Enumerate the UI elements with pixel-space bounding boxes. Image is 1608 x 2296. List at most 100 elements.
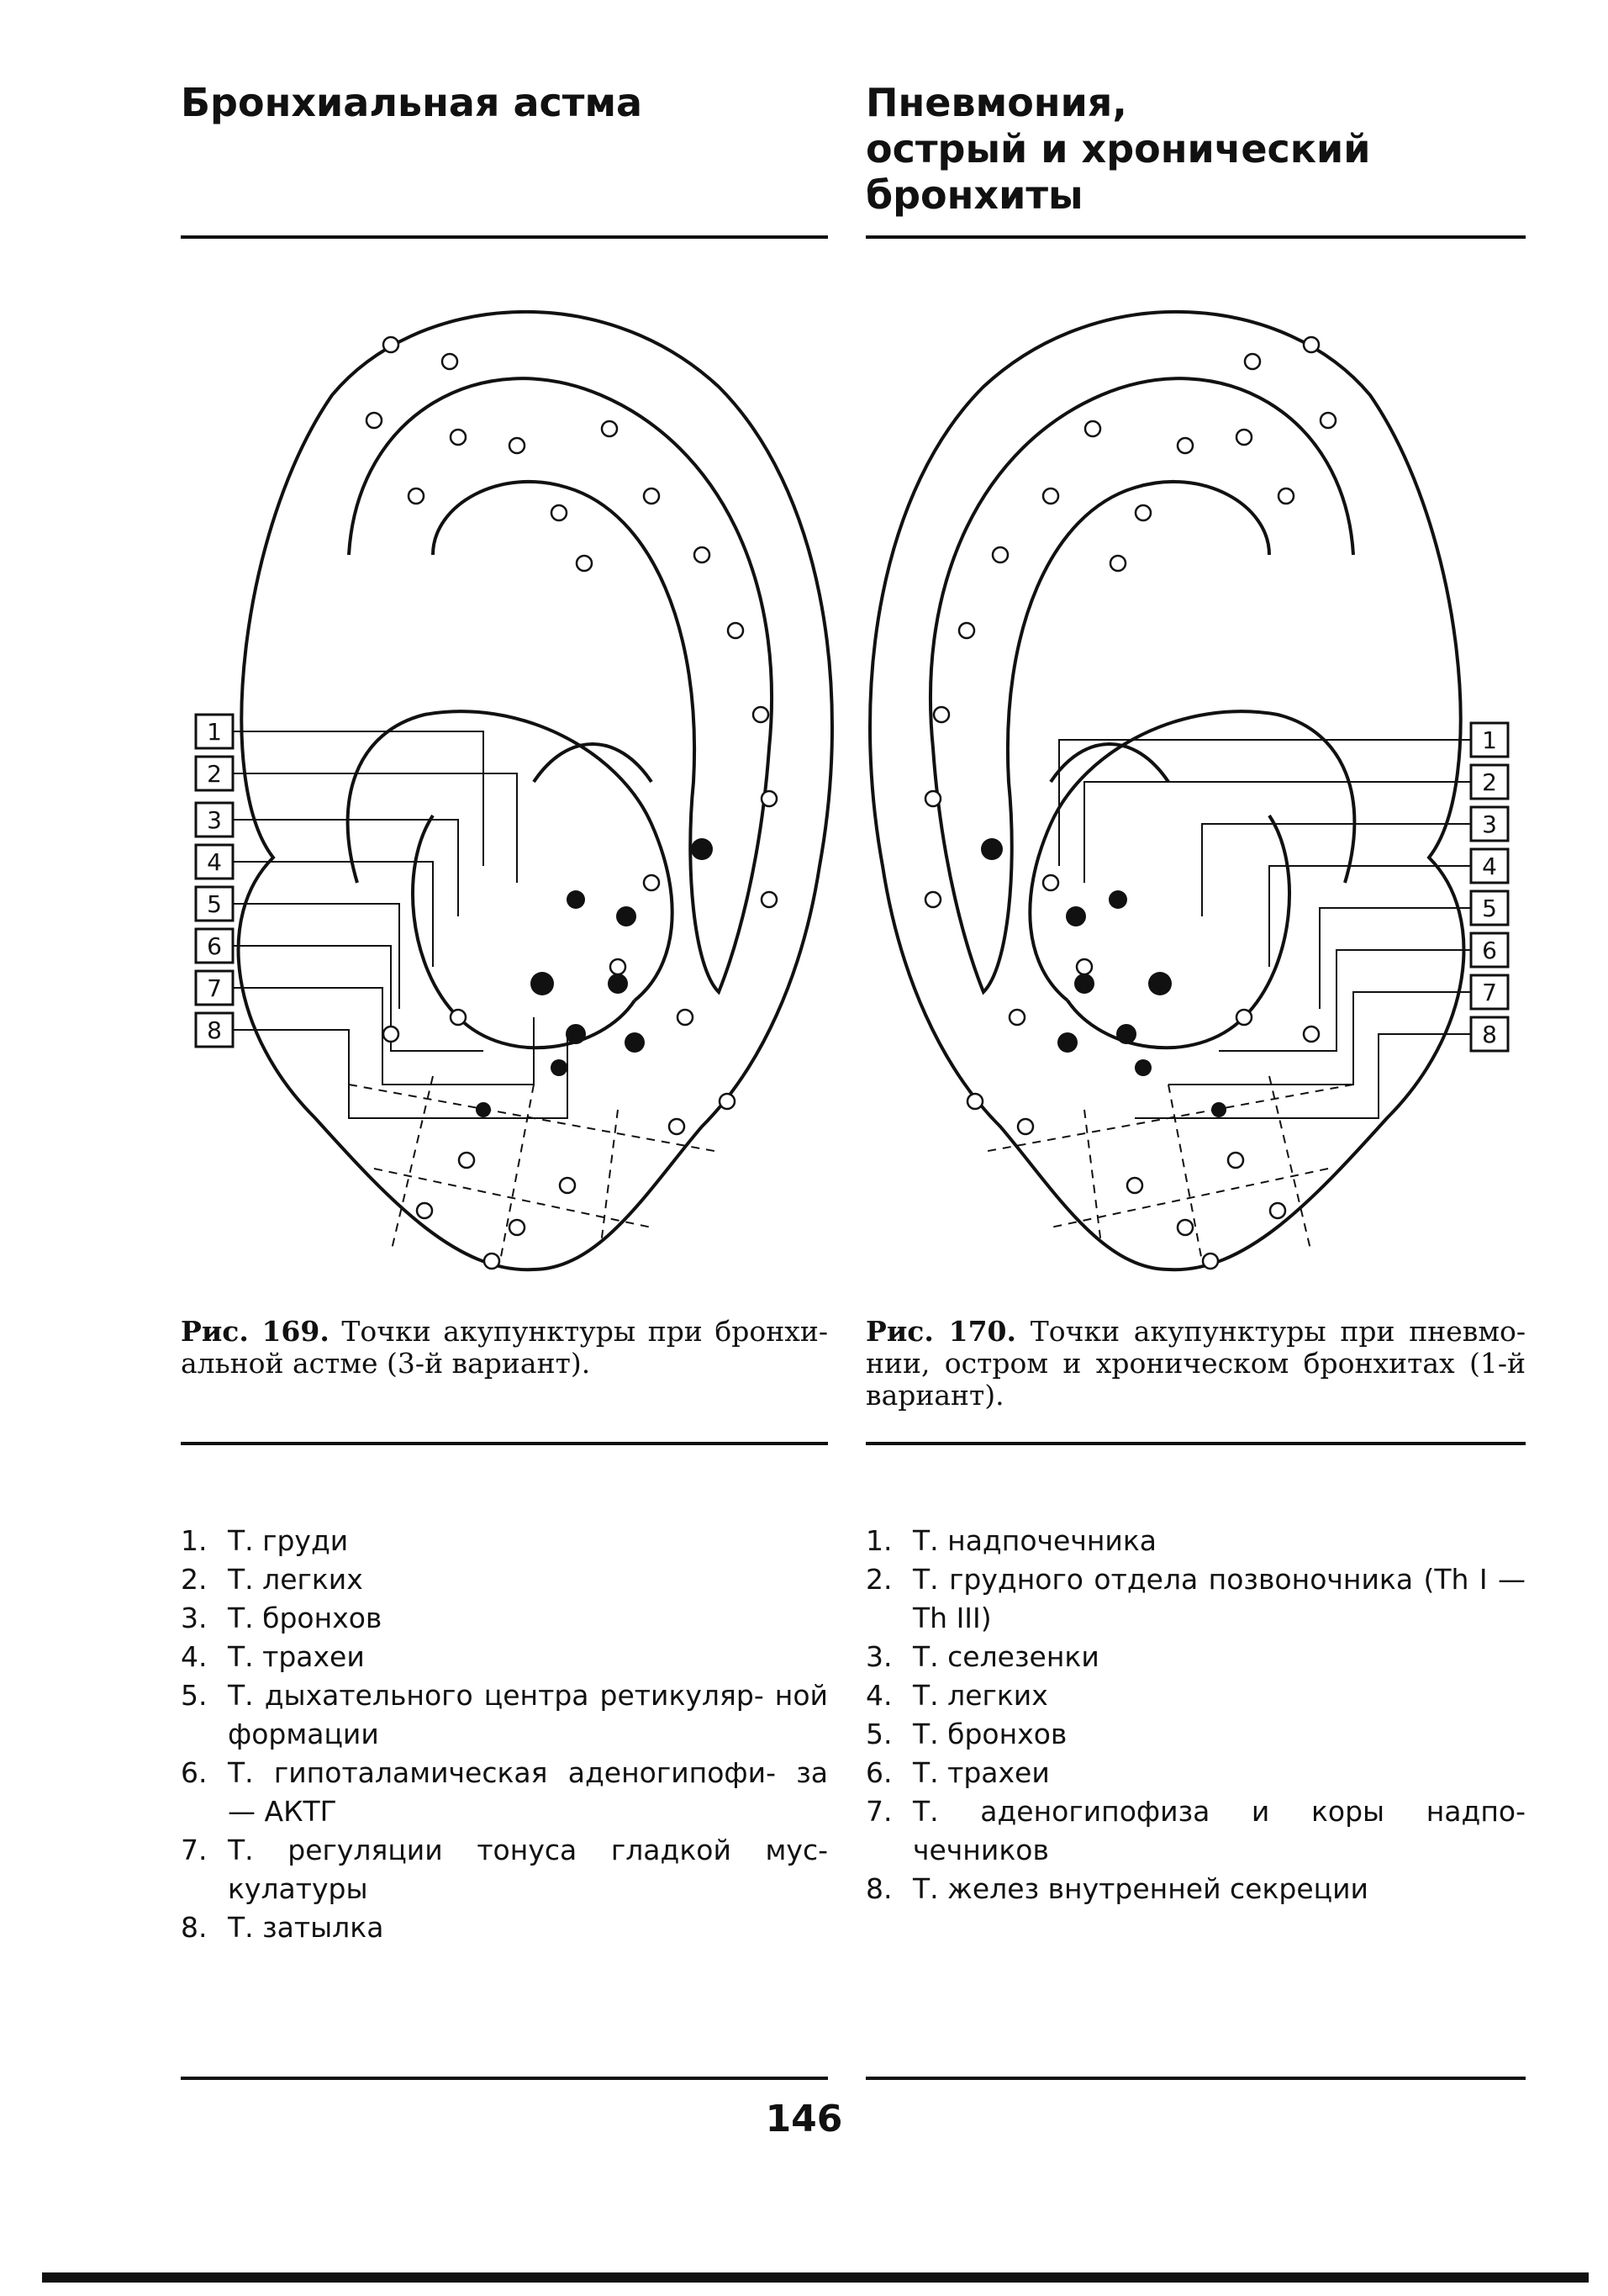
- left-box-label-7: 7: [207, 974, 222, 1002]
- right-box-label-3: 3: [1482, 810, 1497, 838]
- right-box-1: [1469, 721, 1510, 758]
- left-caption-rule: [181, 1442, 828, 1445]
- legend-item-number: 1.: [866, 1524, 893, 1557]
- legend-item-text: Т. затылка: [228, 1911, 384, 1944]
- left-concha: [411, 814, 636, 1050]
- bottom-scan-bar: [42, 2272, 1589, 2283]
- right-figure-ear-diagram: 1 2 3 4 5 6 7 8: [866, 277, 1521, 1303]
- left-legend-list: 1. Т. груди 2. Т. легких 3. Т. бронхов 4.Т. тр…: [181, 1522, 828, 1947]
- left-box-label-3: 3: [207, 806, 222, 834]
- left-box-label-1: 1: [207, 718, 222, 746]
- legend-item: 8. Т. затылка: [181, 1908, 828, 1947]
- left-filled-points: [476, 838, 713, 1117]
- legend-item: 4.Т. трахеи: [181, 1638, 828, 1676]
- legend-item-text: Т. желез внутренней секреции: [913, 1872, 1369, 1905]
- legend-item-text: Т. селезенки: [913, 1640, 1099, 1673]
- right-ear-svg: 1 2 3 4 5 6 7 8: [868, 309, 1510, 1272]
- right-box-label-1: 1: [1482, 726, 1497, 754]
- right-box-3: [1469, 805, 1510, 842]
- left-heading-line: Бронхиальная астма: [181, 80, 643, 125]
- legend-item-number: 6.: [866, 1756, 893, 1789]
- right-ear-outline: [868, 309, 1466, 1272]
- left-box-4: [194, 843, 235, 880]
- legend-item-number: 2.: [866, 1563, 893, 1596]
- left-box-6: [194, 927, 235, 964]
- left-figure-ear-diagram: 1 2 3 4 5 6 7 8: [181, 277, 836, 1303]
- right-top-rule: [866, 235, 1526, 239]
- left-helix-inner: [347, 377, 773, 995]
- right-box-label-8: 8: [1482, 1021, 1497, 1048]
- legend-item: 7. Т. аденогипофиза и коры надпо- чечнико…: [866, 1792, 1526, 1870]
- left-bottom-rule: [181, 2077, 828, 2080]
- legend-item: 7. Т. регуляции тонуса гладкой мус- кулат…: [181, 1831, 828, 1908]
- legend-item-number: 5.: [181, 1679, 208, 1712]
- left-box-1: [194, 713, 235, 750]
- left-box-label-5: 5: [207, 890, 222, 918]
- legend-item-text: Т. дыхательного центра ретикуляр- ной фо…: [228, 1679, 828, 1750]
- legend-item-number: 7.: [181, 1834, 208, 1866]
- right-box-8: [1469, 1016, 1510, 1053]
- right-heading: Пневмония, острый и хронический бронхиты: [866, 80, 1538, 219]
- right-bottom-rule: [866, 2077, 1526, 2080]
- left-caption-text: Точки акупунктуры при бронхи- альной аст…: [181, 1315, 828, 1380]
- legend-item-text: Т. гипоталамическая аденогипофи- за — АК…: [228, 1756, 828, 1828]
- right-heading-line-3: бронхиты: [866, 172, 1083, 218]
- legend-item-number: 7.: [866, 1795, 893, 1828]
- right-filled-points: [981, 838, 1226, 1117]
- right-caption-text: Точки акупунктуры при пневмо- нии, остро…: [866, 1315, 1526, 1412]
- legend-item-number: 2.: [181, 1563, 208, 1596]
- right-antihelix: [1028, 710, 1357, 1002]
- right-box-4: [1469, 847, 1510, 884]
- left-box-label-8: 8: [207, 1016, 222, 1044]
- right-open-points: [924, 335, 1337, 1270]
- legend-item: 5. Т. дыхательного центра ретикуляр- ной …: [181, 1676, 828, 1754]
- left-box-label-4: 4: [207, 848, 222, 876]
- right-box-label-7: 7: [1482, 979, 1497, 1006]
- legend-item-text: Т. регуляции тонуса гладкой мус- кулатур…: [228, 1834, 828, 1905]
- legend-item-number: 1.: [181, 1524, 208, 1557]
- legend-item: 2. Т. легких: [181, 1560, 828, 1599]
- left-tragus: [532, 742, 653, 784]
- left-box-5: [194, 885, 235, 922]
- right-concha: [1066, 814, 1291, 1050]
- legend-item-text: Т. бронхов: [228, 1602, 382, 1634]
- legend-item: 4.Т. легких: [866, 1676, 1526, 1715]
- legend-item-text: Т. грудного отдела позвоночника (Th I — …: [913, 1563, 1526, 1634]
- legend-item: 8.Т. желез внутренней секреции: [866, 1870, 1526, 1908]
- legend-item: 3. Т. бронхов: [181, 1599, 828, 1638]
- legend-item-number: 3.: [181, 1602, 208, 1634]
- legend-item-text: Т. аденогипофиза и коры надпо- чечников: [913, 1795, 1526, 1866]
- left-ear-outline: [236, 309, 834, 1272]
- right-box-5: [1469, 889, 1510, 926]
- right-tragus: [1049, 742, 1170, 784]
- right-caption-rule: [866, 1442, 1526, 1445]
- legend-item-text: Т. надпочечника: [913, 1524, 1157, 1557]
- right-heading-line-1: Пневмония,: [866, 80, 1127, 125]
- legend-item: 1. Т. надпочечника: [866, 1522, 1526, 1560]
- legend-item-number: 3.: [866, 1640, 893, 1673]
- right-box-6: [1469, 932, 1510, 969]
- legend-item-number: 8.: [181, 1911, 208, 1944]
- right-box-label-2: 2: [1482, 768, 1497, 796]
- left-antihelix: [345, 710, 674, 1002]
- left-top-rule: [181, 235, 828, 239]
- legend-item-number: 4.: [866, 1679, 893, 1712]
- left-box-label-2: 2: [207, 760, 222, 788]
- legend-item: 3. Т. селезенки: [866, 1638, 1526, 1676]
- legend-item-text: Т. легких: [228, 1563, 363, 1596]
- left-box-3: [194, 801, 235, 838]
- right-legend-list: 1. Т. надпочечника 2. Т. грудного отдела по…: [866, 1522, 1526, 1908]
- legend-item: 6.Т. трахеи: [866, 1754, 1526, 1792]
- left-box-7: [194, 969, 235, 1006]
- left-box-label-6: 6: [207, 932, 222, 960]
- legend-item: 2. Т. грудного отдела позвоночника (Th I …: [866, 1560, 1526, 1638]
- right-helix-inner: [929, 377, 1355, 995]
- left-ear-svg: 1 2 3 4 5 6 7 8: [194, 309, 834, 1272]
- right-box-label-5: 5: [1482, 895, 1497, 922]
- legend-item: 5.Т. бронхов: [866, 1715, 1526, 1754]
- right-caption-number: Рис. 170.: [866, 1315, 1016, 1348]
- right-box-2: [1469, 763, 1510, 800]
- right-heading-line-2: острый и хронический: [866, 126, 1371, 172]
- legend-item-text: Т. груди: [228, 1524, 349, 1557]
- page-number: 146: [765, 2098, 843, 2140]
